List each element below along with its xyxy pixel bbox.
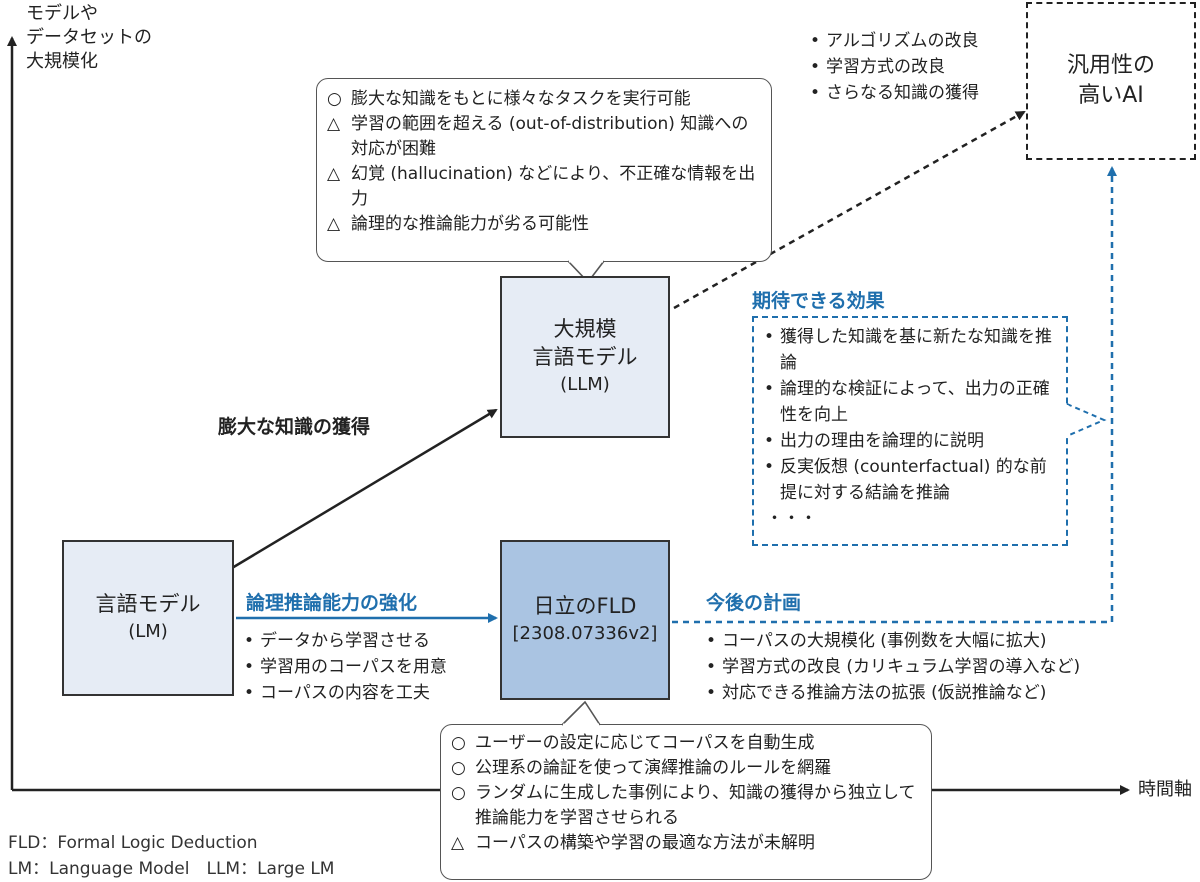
llm-abbrev: (LLM) [560, 374, 610, 395]
list-item-text: 学習用のコーパスを用意 [260, 657, 447, 677]
arrow-fld-to-goal [672, 166, 1117, 624]
strengthen-heading: 論理推論能力の強化 [246, 592, 418, 614]
list-item: •学習方式の改良 (カリキュラム学習の導入など) [706, 654, 1080, 680]
pro-mark: ○ [327, 89, 342, 109]
y-axis-label: モデルや データセットの 大規模化 [26, 2, 152, 74]
con-mark: △ [327, 214, 341, 234]
bubble-text: 論理的な推論能力が劣る可能性 [351, 214, 589, 234]
bubble-text: 公理系の論証を使って演繹推論のルールを網羅 [475, 758, 832, 778]
list-item: •反実仮想 (counterfactual) 的な前提に対する結論を推論 [764, 454, 1056, 506]
list-item: •対応できる推論方法の拡張 (仮説推論など) [706, 680, 1080, 706]
list-item-text: データから学習させる [260, 631, 430, 651]
list-item-text: コーパスの内容を工夫 [260, 683, 430, 703]
abbreviation-legend: FLD：Formal Logic Deduction LM：Language M… [8, 830, 334, 882]
legend-line: FLD：Formal Logic Deduction [8, 833, 258, 853]
list-item-text: 出力の理由を論理的に説明 [780, 431, 984, 451]
llm-title: 大規模 [553, 317, 617, 341]
plan-list: •コーパスの大規模化 (事例数を大幅に拡大) •学習方式の改良 (カリキュラム学… [706, 628, 1080, 706]
list-item-text: 対応できる推論方法の拡張 (仮説推論など) [722, 683, 1047, 703]
lm-title: 言語モデル [95, 592, 201, 616]
y-axis-label-line: モデルや [26, 3, 98, 24]
pro-mark: ○ [451, 758, 466, 778]
hitachi-fld-box: 日立のFLD [2308.07336v2] [500, 540, 670, 700]
list-item-text: 学習方式の改良 (カリキュラム学習の導入など) [722, 657, 1081, 677]
y-axis-label-line: データセットの [26, 27, 152, 48]
bubble-item: ○ ランダムに生成した事例により、知識の獲得から独立して推論能力を学習させられる [451, 781, 921, 831]
list-item: •アルゴリズムの改良 [810, 28, 979, 54]
pro-mark: ○ [451, 783, 466, 803]
bubble-text: ユーザーの設定に応じてコーパスを自動生成 [475, 733, 815, 753]
bubble-item: ○ 膨大な知識をもとに様々なタスクを実行可能 [327, 87, 761, 112]
lm-abbrev: (LM) [128, 621, 168, 642]
bubble-item: ○ 公理系の論証を使って演繹推論のルールを網羅 [451, 756, 921, 781]
lm-box: 言語モデル (LM) [62, 540, 234, 696]
knowledge-acquisition-label: 膨大な知識の獲得 [218, 416, 371, 438]
list-item-text: 論理的な検証によって、出力の正確性を向上 [780, 379, 1050, 425]
bubble-item: △ 学習の範囲を超える (out-of-distribution) 知識への対応が… [327, 112, 761, 162]
bubble-item: △ 幻覚 (hallucination) などにより、不正確な情報を出力 [327, 162, 761, 212]
pro-mark: ○ [451, 733, 466, 753]
bubble-text: コーパスの構築や学習の最適な方法が未解明 [475, 833, 815, 853]
list-item: •論理的な検証によって、出力の正確性を向上 [764, 376, 1056, 428]
expected-effects-box: •獲得した知識を基に新たな知識を推論 •論理的な検証によって、出力の正確性を向上… [752, 316, 1068, 546]
list-item-text: アルゴリズムの改良 [826, 31, 979, 51]
effects-ellipsis: ・・・ [766, 509, 817, 529]
list-item: •コーパスの大規模化 (事例数を大幅に拡大) [706, 628, 1080, 654]
llm-characteristics-bubble: ○ 膨大な知識をもとに様々なタスクを実行可能 △ 学習の範囲を超える (out-of… [316, 78, 772, 262]
bubble-text: 幻覚 (hallucination) などにより、不正確な情報を出力 [351, 164, 756, 209]
y-axis-label-line: 大規模化 [26, 51, 98, 72]
goal-improvements-list: •アルゴリズムの改良 •学習方式の改良 •さらなる知識の獲得 [810, 28, 979, 106]
con-mark: △ [327, 114, 341, 134]
bubble-text: 膨大な知識をもとに様々なタスクを実行可能 [351, 89, 691, 109]
fld-characteristics-bubble: ○ ユーザーの設定に応じてコーパスを自動生成 ○ 公理系の論証を使って演繹推論のルー… [440, 724, 932, 880]
plan-heading: 今後の計画 [706, 592, 802, 614]
bubble-item: ○ ユーザーの設定に応じてコーパスを自動生成 [451, 731, 921, 756]
list-item-text: コーパスの大規模化 (事例数を大幅に拡大) [722, 631, 1047, 651]
goal-title: 汎用性の [1066, 53, 1155, 78]
bubble-item: △ コーパスの構築や学習の最適な方法が未解明 [451, 831, 921, 856]
list-item-text: さらなる知識の獲得 [826, 83, 979, 103]
list-item-text: 反実仮想 (counterfactual) 的な前提に対する結論を推論 [780, 457, 1047, 503]
llm-title: 言語モデル [532, 345, 638, 369]
list-item: •データから学習させる [244, 628, 447, 654]
arrow-lm-to-llm [231, 408, 498, 570]
x-axis-label: 時間軸 [1138, 779, 1192, 800]
list-item: •コーパスの内容を工夫 [244, 680, 447, 706]
fld-title: 日立のFLD [533, 594, 637, 618]
strengthen-list: •データから学習させる •学習用のコーパスを用意 •コーパスの内容を工夫 [244, 628, 447, 706]
bubble-item: △ 論理的な推論能力が劣る可能性 [327, 212, 761, 237]
list-item: •学習用のコーパスを用意 [244, 654, 447, 680]
list-item: •さらなる知識の獲得 [810, 80, 979, 106]
goal-title: 高いAI [1078, 83, 1144, 108]
list-item: •獲得した知識を基に新たな知識を推論 [764, 324, 1056, 376]
fld-reference: [2308.07336v2] [512, 623, 658, 644]
effects-heading: 期待できる効果 [752, 290, 885, 312]
arrow-llm-to-goal [673, 110, 1026, 310]
list-item: •学習方式の改良 [810, 54, 979, 80]
legend-line: LM：Language Model LLM：Large LM [8, 859, 335, 879]
bubble-text: ランダムに生成した事例により、知識の獲得から独立して推論能力を学習させられる [475, 783, 916, 828]
list-item: •出力の理由を論理的に説明 [764, 428, 1056, 454]
con-mark: △ [327, 164, 341, 184]
llm-box: 大規模 言語モデル (LLM) [500, 276, 670, 438]
list-item-text: 獲得した知識を基に新たな知識を推論 [780, 327, 1052, 373]
list-item-text: 学習方式の改良 [826, 57, 945, 77]
bubble-text: 学習の範囲を超える (out-of-distribution) 知識への対応が困… [351, 114, 749, 159]
con-mark: △ [451, 833, 465, 853]
goal-general-purpose-ai-box: 汎用性の 高いAI [1026, 2, 1196, 160]
